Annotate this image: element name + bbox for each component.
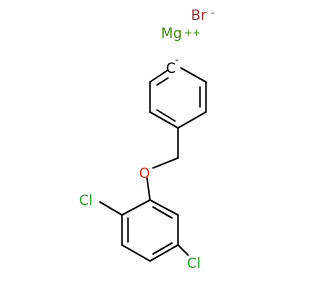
bromine-symbol: Br — [191, 8, 207, 24]
bromide-charge: - — [211, 8, 215, 19]
magnesium-charge: ++ — [184, 28, 201, 39]
top-benzene-ring — [149, 67, 207, 129]
bromide-ion: Br - — [191, 8, 215, 24]
magnesium-symbol: Mg — [161, 26, 182, 42]
bond-ring1-c1-c2 — [180, 67, 207, 83]
bond-ring1-inner-3 — [156, 77, 169, 86]
chlorine-top-symbol: Cl — [79, 193, 93, 209]
bond-ring2-c1-c2 — [121, 199, 151, 216]
chlorine-bottom-symbol: Cl — [187, 256, 201, 272]
bond-ring2-c4-c5 — [149, 244, 179, 262]
bond-oxygen-to-ring2 — [146, 177, 151, 201]
carbanion-atom: C - — [166, 55, 179, 77]
bond-ring2-inner-2 — [152, 242, 173, 255]
bond-ring2-c3-c4 — [121, 244, 151, 262]
bond-ring1-c3-c4 — [177, 111, 207, 129]
carbanion-charge: - — [175, 55, 179, 66]
magnesium-atom: Mg ++ — [161, 26, 201, 42]
bond-ring1-c4-c5 — [149, 111, 179, 129]
bond-ring1-c6-c1 — [149, 69, 169, 83]
bottom-benzene-ring — [121, 199, 179, 262]
bond-ring2-c6-c1 — [149, 199, 179, 216]
bond-ring1-inner-2 — [156, 109, 176, 122]
oxygen-symbol: O — [139, 166, 150, 182]
bond-ring2-inner-3 — [152, 206, 173, 219]
bond-ring2-to-cl-bottom — [177, 244, 189, 256]
bond-ch2-to-oxygen — [152, 157, 179, 169]
bond-ring2-to-cl-top — [99, 201, 123, 216]
carbon-symbol: C — [166, 61, 176, 77]
molecule-structure: Mg ++ Br - C - O Cl Cl — [79, 8, 215, 272]
